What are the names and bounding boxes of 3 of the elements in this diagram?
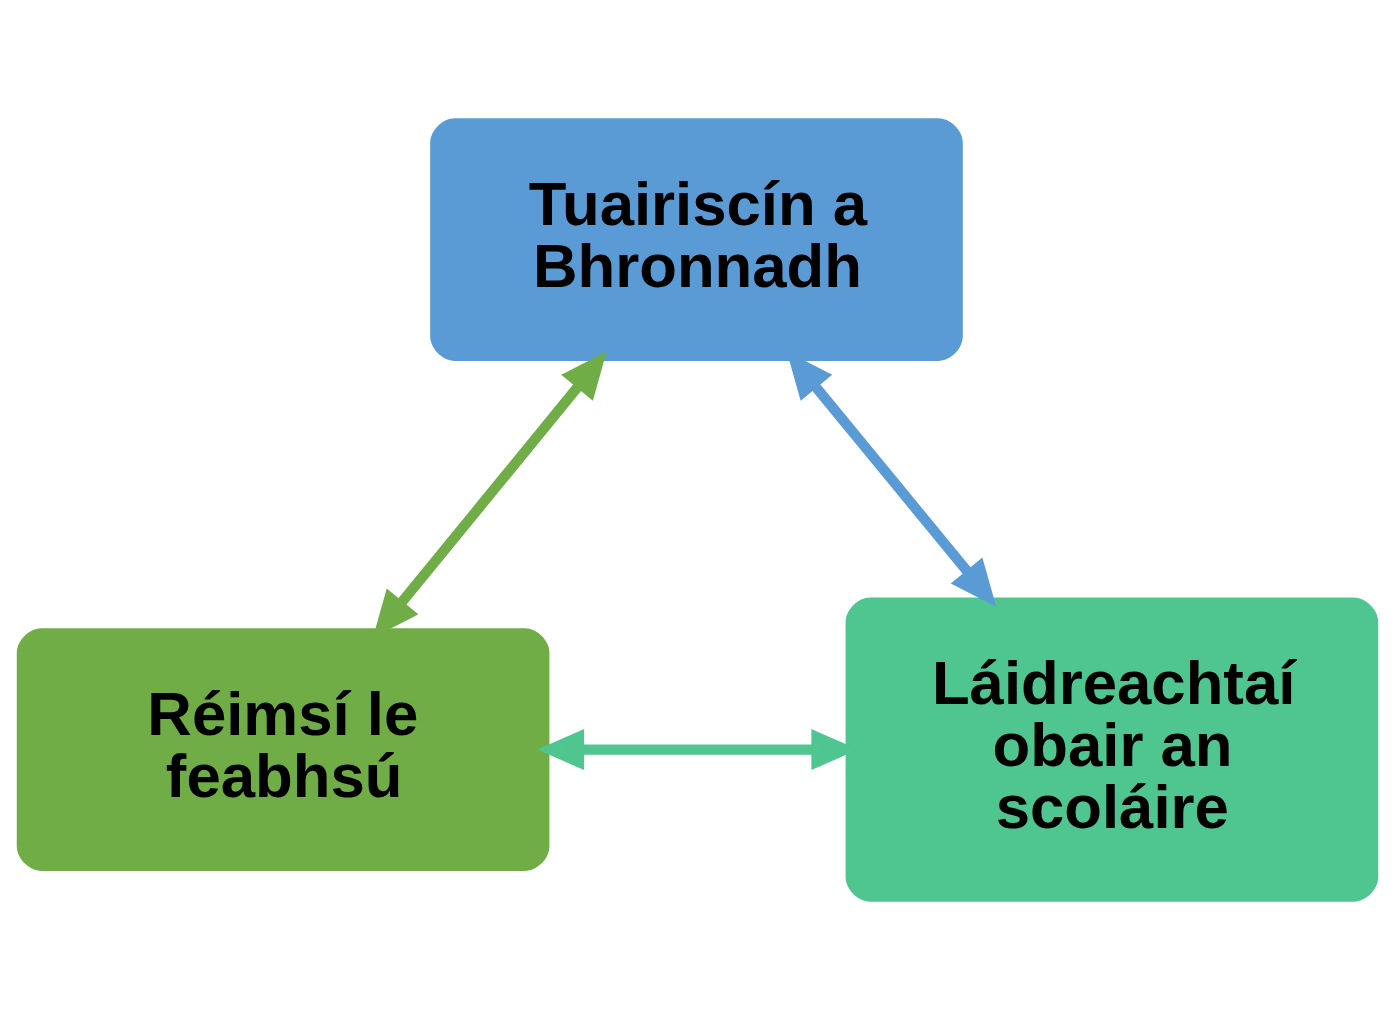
- node-box: Tuairiscín a Bhronnadh: [430, 118, 963, 361]
- node-box: Láidreachtaí obair an scoláire: [845, 597, 1379, 902]
- node-box: Réimsí le feabhsú: [16, 628, 550, 871]
